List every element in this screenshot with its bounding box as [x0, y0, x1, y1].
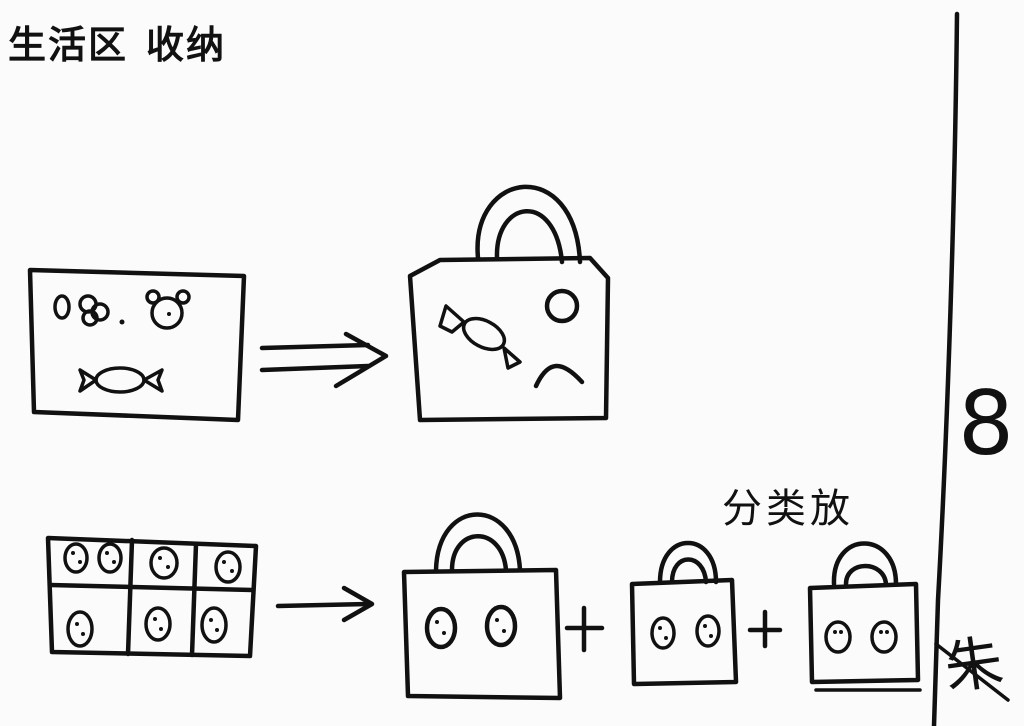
candy-cluster-icon [78, 294, 110, 327]
cookie-icon [424, 606, 458, 650]
snack-icon [53, 294, 71, 320]
cookie-icon [695, 614, 721, 648]
sort-label: 分类放 [722, 486, 854, 532]
cookie-icon [149, 546, 179, 580]
cookie-grid-tray [45, 535, 259, 659]
title-area: 生活区 [8, 23, 129, 67]
snack-bag [407, 184, 611, 423]
wrapped-candy-icon [438, 304, 522, 370]
cookie-icon [870, 620, 898, 654]
cookie-bag-large [401, 512, 563, 701]
plus-sign [747, 609, 783, 649]
cookie-bag-medium [629, 540, 739, 687]
cookie-icon [63, 542, 89, 574]
cookie-icon [484, 604, 518, 648]
cookie-bag-small [807, 541, 922, 692]
plus-sign [564, 605, 605, 653]
cookie-icon [650, 616, 676, 650]
cookie-icon [200, 606, 228, 644]
banana-icon [533, 363, 585, 389]
divider-line [931, 11, 960, 726]
cookie-icon [66, 610, 94, 648]
side-digit: 8 [958, 372, 1014, 475]
round-cookie-icon [544, 288, 580, 324]
title-storage: 收纳 [146, 23, 227, 67]
crumb-dot [119, 319, 125, 325]
cookie-icon [824, 620, 852, 654]
corner-scribble [934, 642, 1010, 702]
arrow-icon [275, 585, 375, 623]
bear-biscuit-icon [145, 289, 191, 330]
cookie-icon [97, 542, 123, 574]
double-arrow-icon [259, 331, 389, 389]
snack-tray [27, 267, 247, 423]
cookie-icon [144, 606, 172, 642]
wrapped-candy-icon [78, 366, 164, 394]
corner-mark: 朱 [940, 627, 1008, 703]
page-title: 生活区收纳 [8, 14, 226, 69]
cookie-icon [214, 550, 242, 584]
